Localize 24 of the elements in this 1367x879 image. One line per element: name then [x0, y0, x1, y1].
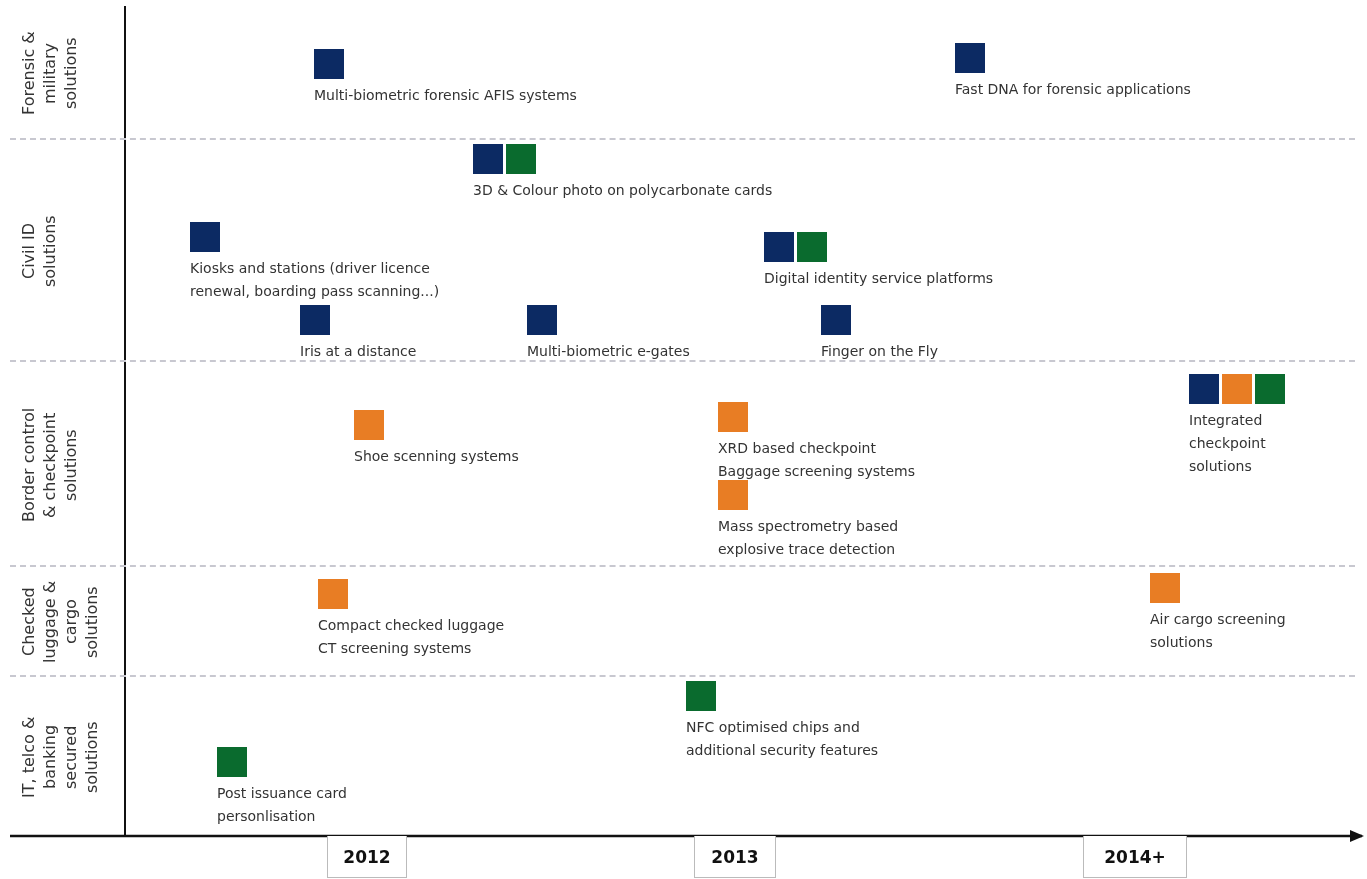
year-label: 2012 [327, 836, 407, 878]
milestone-label: NFC optimised chips and additional security features [686, 718, 880, 760]
lane-title: IT, telco & banking secured solutions [18, 714, 102, 800]
milestone-label: Integrated checkpoint solutions [1189, 411, 1267, 476]
year-label: 2014+ [1083, 836, 1187, 878]
lane-title: Border control & checkpoint solutions [18, 406, 81, 524]
lane-title: Checked luggage & cargo solutions [18, 579, 102, 666]
milestone-label: Iris at a distance [300, 342, 417, 361]
milestone-label: Digital identity service platforms [764, 269, 994, 288]
milestone-label: Post issuance card personlisation [217, 784, 348, 826]
milestone-label: Kiosks and stations (driver licence renewal, boarding pass scanning...) [190, 259, 441, 301]
milestone-label: Fast DNA for forensic applications [955, 80, 1191, 99]
milestone-label: Finger on the Fly [821, 342, 939, 361]
milestone-label: Multi-biometric forensic AFIS systems [314, 86, 577, 105]
year-label: 2013 [694, 836, 776, 878]
milestone-label: Mass spectrometry based explosive trace detection [718, 517, 900, 559]
milestone-label: Shoe scenning systems [354, 447, 519, 466]
lane-title: Civil ID solutions [18, 214, 60, 289]
milestone-label: Air cargo screening solutions [1150, 610, 1287, 652]
milestone-label: XRD based checkpoint Baggage screening systems [718, 439, 917, 481]
milestone-label: Compact checked luggage CT screening systems [318, 616, 506, 658]
lane-title: Forensic & military solutions [18, 30, 81, 117]
milestone-label: 3D & Colour photo on polycarbonate cards [473, 181, 773, 200]
milestone-label: Multi-biometric e-gates [527, 342, 690, 361]
